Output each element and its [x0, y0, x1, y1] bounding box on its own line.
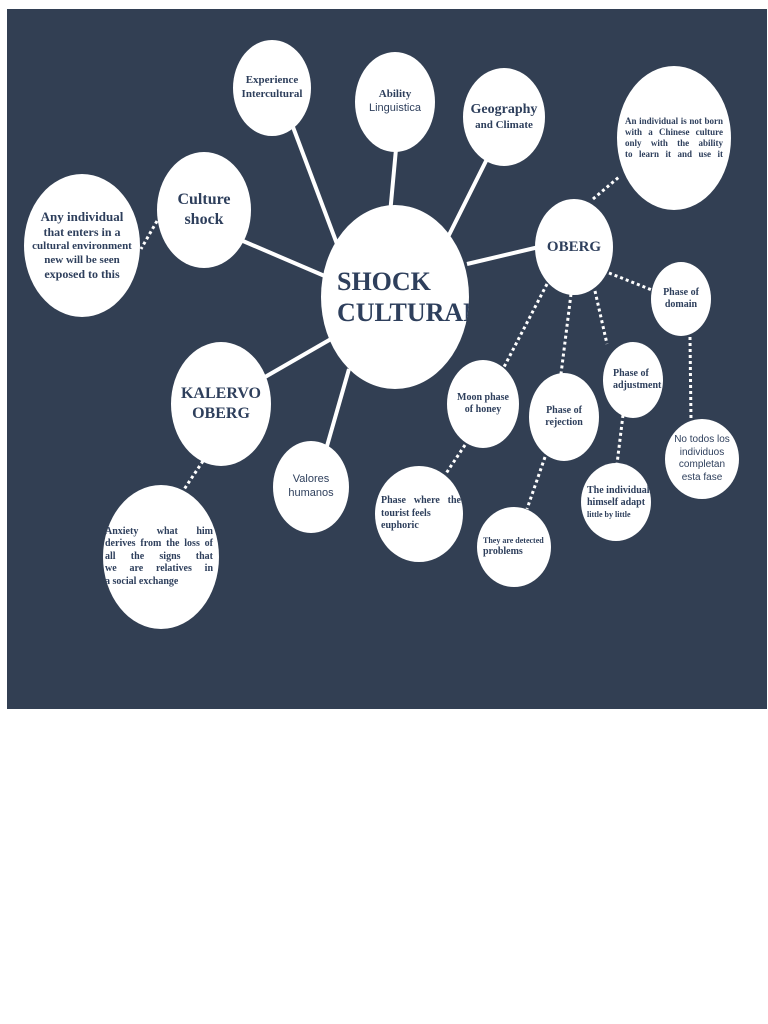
node-text: adjustment — [613, 380, 662, 391]
moon-phase-node: Moon phase of honey — [447, 360, 519, 448]
connector-center-oberg — [466, 245, 540, 266]
kalervo-oberg-node: KALERVO OBERG — [171, 342, 271, 466]
node-text: tourist feels — [381, 507, 431, 519]
node-text: a social exchange — [105, 575, 179, 587]
node-title: SHOCK — [337, 266, 431, 296]
node-text: KALERVO — [180, 385, 261, 402]
node-text: Intercultural — [241, 88, 303, 100]
node-text: Culture — [177, 191, 231, 208]
node-text: Geography — [470, 102, 538, 118]
connector-center-kalervo — [264, 337, 332, 379]
node-text: himself adapt — [587, 497, 646, 508]
node-text: derives from the loss of — [105, 538, 213, 550]
phase-rejection-node: Phase of rejection — [529, 373, 599, 461]
connector-oberg-phase-domain — [608, 271, 658, 294]
chinese-culture-node: An individual is not born with a Chinese… — [617, 66, 731, 210]
node-text: An individual is not born — [625, 115, 723, 126]
experience-intercultural-node: Experience Intercultural — [233, 40, 311, 136]
connector-oberg-adjustment — [593, 290, 609, 345]
individual-adapt-node: The individual himself adapt little by l… — [581, 463, 651, 541]
connector-rejection-detected — [525, 456, 547, 510]
phase-adjustment-node: Phase of adjustment — [603, 342, 663, 418]
connector-layer — [139, 126, 693, 510]
connector-center-valores — [325, 368, 351, 447]
node-text: Experience — [245, 74, 299, 87]
node-text: exposed to this — [44, 267, 120, 282]
connector-culture-shock-any-individual — [139, 220, 159, 250]
node-title: CULTURAL — [337, 298, 469, 327]
node-text: domain — [664, 299, 698, 310]
node-text: of honey — [464, 404, 502, 415]
node-text: Phase of — [663, 286, 699, 298]
node-text: with a Chinese culture — [625, 126, 723, 137]
node-text: individuos — [679, 446, 725, 458]
node-text: completan — [678, 459, 726, 470]
node-text: to learn it and use it — [625, 149, 723, 160]
node-text: all the signs that — [105, 550, 213, 562]
connector-center-geography — [445, 158, 489, 240]
node-text: rejection — [545, 417, 583, 428]
no-todos-node: No todos los individuos completan esta f… — [665, 419, 739, 499]
node-text: Moon phase — [457, 391, 509, 403]
node-text: Phase of — [613, 367, 649, 379]
node-text: humanos — [288, 487, 334, 499]
connector-oberg-chinese-culture — [592, 175, 620, 201]
node-text: and Climate — [475, 118, 533, 131]
node-text: shock — [184, 211, 224, 228]
connector-center-culture-shock — [242, 239, 328, 279]
any-individual-node: Any individual that enters in a cultural… — [24, 174, 140, 317]
node-text: only with the ability — [625, 138, 723, 148]
node-text: Anxiety what him — [105, 525, 213, 537]
node-text: little by little — [587, 509, 631, 519]
connector-oberg-moon-phase — [501, 283, 549, 370]
node-text: Phase where the — [381, 495, 461, 507]
node-text: They are detected — [483, 535, 544, 545]
connector-center-ability — [388, 148, 398, 215]
connector-moon-euphoric — [443, 444, 467, 476]
node-text: euphoric — [381, 520, 419, 532]
node-text: we are relatives in — [105, 563, 213, 575]
node-text: problems — [483, 545, 523, 557]
node-text: Any individual — [40, 208, 124, 224]
node-text: that enters in a — [43, 224, 121, 239]
connector-adjustment-adapt — [615, 414, 625, 465]
connector-domain-no-todos — [688, 336, 693, 422]
node-text: esta fase — [681, 471, 723, 483]
node-text: Ability — [378, 88, 412, 101]
node-text: OBERG — [546, 238, 602, 255]
detected-problems-node: They are detected problems — [477, 507, 551, 587]
node-text: Linguistica — [369, 102, 421, 114]
node-text: cultural environment — [32, 239, 132, 252]
euphoric-node: Phase where the tourist feels euphoric — [375, 466, 463, 562]
node-text: Valores — [292, 473, 330, 486]
oberg-node: OBERG — [535, 199, 613, 295]
shock-cultural-center-node: SHOCK CULTURAL — [321, 205, 469, 389]
ability-linguistica-node: Ability Linguistica — [355, 52, 435, 152]
valores-humanos-node: Valores humanos — [273, 441, 349, 533]
mind-map-canvas: Experience Intercultural Ability Linguis… — [7, 9, 767, 709]
connector-kalervo-anxiety — [181, 460, 205, 492]
geography-climate-node: Geography and Climate — [463, 68, 545, 166]
node-text: The individual — [587, 484, 650, 496]
node-text: new will be seen — [44, 253, 120, 266]
connector-oberg-rejection — [559, 293, 573, 375]
node-text: No todos los — [674, 434, 730, 445]
node-text: OBERG — [192, 405, 250, 422]
phase-domain-node: Phase of domain — [651, 262, 711, 336]
connector-center-experience — [291, 126, 339, 245]
node-text: Phase of — [546, 404, 582, 416]
anxiety-node: Anxiety what him derives from the loss o… — [103, 485, 219, 629]
culture-shock-node: Culture shock — [157, 152, 251, 268]
